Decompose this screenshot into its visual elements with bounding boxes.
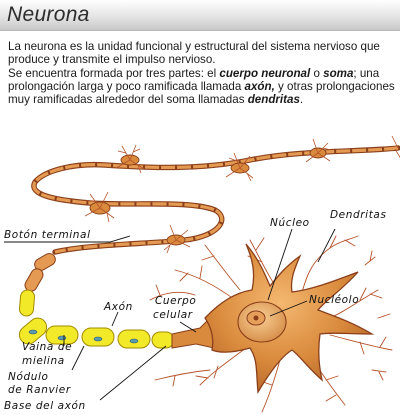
intro-text-e: ; una prolongación larga y poco ramifica… <box>8 66 380 93</box>
leader-dendritas <box>317 228 336 263</box>
leader-axon <box>111 311 119 327</box>
label-axon: Axón <box>103 301 133 313</box>
intro-text-g: y otras prolongaciones muy ramificadas a… <box>8 79 395 107</box>
page-title: Neurona <box>7 3 90 26</box>
terminal-dendrites <box>84 135 400 254</box>
leader-base <box>99 345 167 401</box>
intro-paragraph-1: La neurona es la unidad funcional y estr… <box>8 40 380 67</box>
label-celular: celular <box>153 309 193 321</box>
term-cuerpo-neuronal: cuerpo neuronal <box>219 66 311 80</box>
term-dendritas: dendritas <box>247 93 300 107</box>
leader-nodulo <box>71 345 85 371</box>
leader-boton <box>4 235 131 243</box>
label-boton-terminal: Botón terminal <box>4 229 91 241</box>
cell-body <box>204 243 375 395</box>
leader-lines <box>4 228 336 401</box>
leader-cuerpo <box>179 321 197 333</box>
label-cuerpo: Cuerpo <box>155 295 196 307</box>
leader-nucleolo <box>269 300 308 317</box>
intro-text-i: . <box>299 93 304 107</box>
nucleolus-core <box>253 315 259 321</box>
label-nodulo: Nódulo <box>8 371 49 383</box>
label-nucleo: Núcleo <box>270 217 310 229</box>
label-vaina: Vaina de <box>22 341 72 353</box>
axon-chain <box>31 145 400 255</box>
term-soma: soma <box>323 66 354 80</box>
intro-text-c: o <box>310 66 324 80</box>
label-ranvier: de Ranvier <box>8 384 71 396</box>
leader-nucleo <box>267 228 293 301</box>
intro-text: La neurona es la unidad funcional y estr… <box>8 40 396 106</box>
label-base-axon: Base del axón <box>4 400 86 412</box>
intro-paragraph-2: Se encuentra formada por tres partes: el… <box>8 67 396 107</box>
label-dendritas: Dendritas <box>330 209 387 221</box>
term-axon: axón, <box>244 79 275 93</box>
intro-text-a: Se encuentra formada por tres partes: el <box>8 66 220 80</box>
label-nucleolo: Nucléolo <box>309 294 359 306</box>
label-mielina: mielina <box>22 355 65 367</box>
title-bar: Neurona <box>0 0 400 31</box>
